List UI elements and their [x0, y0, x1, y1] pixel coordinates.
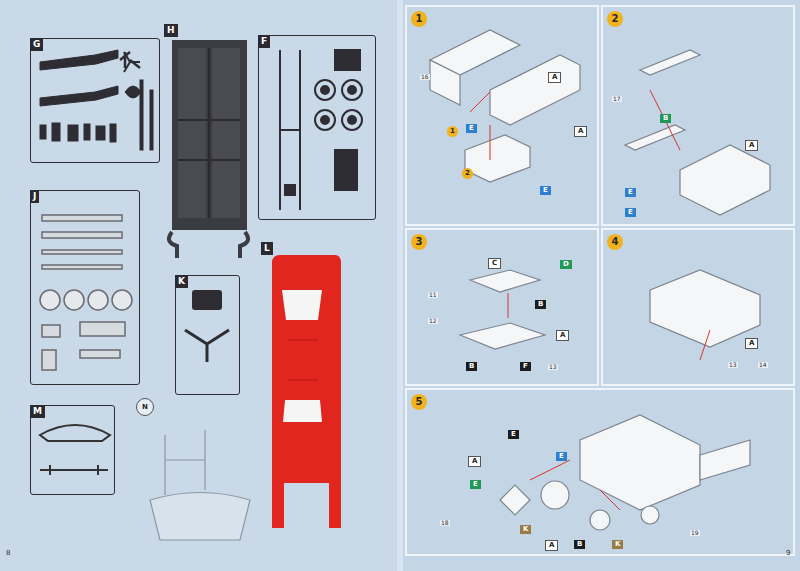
sprue-letter: L — [261, 242, 273, 255]
step-number: 4 — [607, 234, 623, 250]
sprue-frame: H — [165, 25, 253, 265]
color-code: A — [574, 126, 587, 137]
color-code: B — [466, 362, 477, 371]
sprue-j-parts — [40, 215, 132, 370]
part-number: 14 — [758, 362, 768, 368]
clear-parts — [150, 430, 250, 540]
sub-step-number: 1 — [447, 126, 458, 137]
part-number: 13 — [548, 364, 558, 370]
color-code: B — [660, 114, 671, 123]
step-panel: 1 — [405, 5, 599, 226]
sprue-g-parts — [40, 50, 153, 150]
sprue-letter: J — [30, 190, 39, 203]
page-number: 9 — [786, 550, 790, 557]
part-number: 13 — [728, 362, 738, 368]
sprue-circle: N — [136, 398, 154, 416]
part-number: 11 — [428, 292, 438, 298]
assembly-arrows — [470, 90, 710, 510]
color-code: A — [745, 338, 758, 349]
sprue-letter: F — [258, 35, 270, 48]
sprue-frame: J — [30, 190, 140, 385]
color-code: K — [612, 540, 623, 549]
engine-drawings — [430, 30, 770, 530]
sprue-letter: G — [30, 38, 43, 51]
sprue-frame: M — [30, 405, 115, 495]
color-code: K — [520, 525, 531, 534]
step-panel: 3 — [405, 228, 599, 386]
left-page — [0, 0, 398, 571]
sprue-m-parts — [40, 425, 110, 475]
color-code: E — [556, 452, 567, 461]
color-code: E — [540, 186, 551, 195]
color-code: D — [560, 260, 572, 269]
part-number: 18 — [440, 520, 450, 526]
sub-step-number: 2 — [462, 168, 473, 179]
gutter — [397, 0, 403, 571]
color-code: C — [488, 258, 501, 269]
color-code: E — [625, 188, 636, 197]
sprue-h-chassis — [169, 40, 248, 258]
color-code: E — [466, 124, 477, 133]
step-number: 2 — [607, 11, 623, 27]
step-number: 3 — [411, 234, 427, 250]
sprue-frame: K — [175, 275, 240, 395]
step-number: 5 — [411, 394, 427, 410]
part-number: 16 — [420, 74, 430, 80]
sprue-letter: N — [142, 404, 148, 411]
step-panel: 5 — [405, 388, 795, 556]
sprue-letter: H — [164, 24, 178, 37]
sprue-letter: M — [30, 405, 45, 418]
sprue-letter: K — [175, 275, 188, 288]
color-code: A — [545, 540, 558, 551]
color-code: E — [470, 480, 481, 489]
part-number: 12 — [428, 318, 438, 324]
part-number: 19 — [690, 530, 700, 536]
sprue-frame: G — [30, 38, 160, 163]
sprue-frame: F — [258, 35, 376, 220]
color-code: B — [535, 300, 546, 309]
body-l — [270, 255, 341, 528]
part-number: 17 — [612, 96, 622, 102]
color-code: A — [548, 72, 561, 83]
page-number: 8 — [6, 550, 10, 557]
color-code: A — [468, 456, 481, 467]
sprue-frame: L — [262, 243, 344, 535]
color-code: E — [508, 430, 519, 439]
sprue-k-parts — [185, 290, 229, 362]
step-number: 1 — [411, 11, 427, 27]
right-page — [402, 0, 800, 571]
sprue-f-parts — [280, 50, 362, 210]
color-code: A — [556, 330, 569, 341]
color-code: F — [520, 362, 531, 371]
color-code: B — [574, 540, 585, 549]
color-code: A — [745, 140, 758, 151]
color-code: E — [625, 208, 636, 217]
